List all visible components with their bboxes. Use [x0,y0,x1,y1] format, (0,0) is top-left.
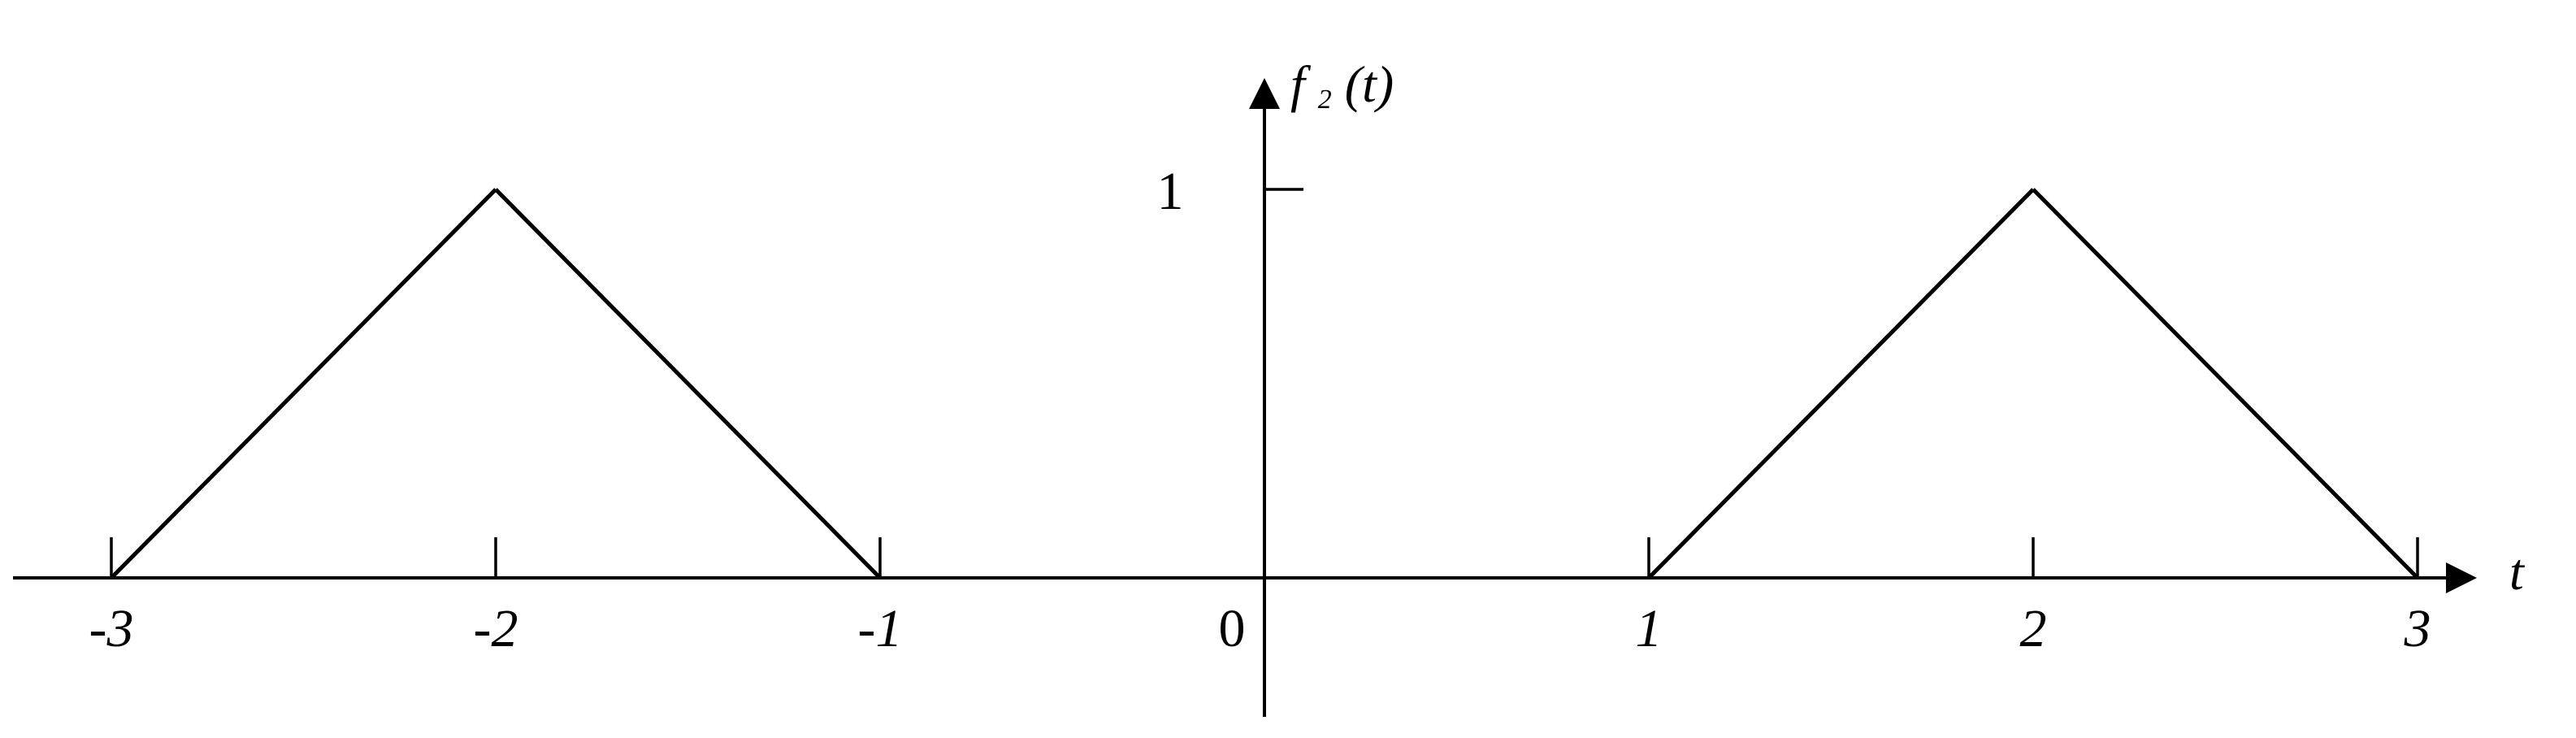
ticks: -3 -2 -1 1 2 3 1 [89,162,2431,658]
signal-segment [494,188,882,580]
signal-series [110,188,2419,580]
x-tick-label: 3 [2404,599,2431,658]
y-axis-arrow-icon [1249,78,1280,109]
y-tick-label: 1 [1157,162,1184,221]
signal-segment [110,188,497,580]
y-axis-label: f 2 (t) [1290,55,1394,119]
y-axis-label-main: f [1290,55,1312,113]
origin-label: 0 [1219,599,1246,658]
x-tick-label: 2 [2020,599,2047,658]
x-tick-label: 1 [1636,599,1663,658]
signal-segment [2032,188,2419,580]
x-tick-label: -3 [89,599,134,658]
x-axis-label: t [2509,543,2526,601]
x-axis-arrow-icon [2446,562,2477,593]
axes: t f 2 (t) 0 [13,55,2526,717]
signal-segment [1647,188,2035,580]
x-tick-label: -2 [474,599,518,658]
y-axis-label-subscript: 2 [1318,85,1332,115]
x-tick-label: -1 [858,599,903,658]
y-axis-label-argument: (t) [1345,55,1394,113]
